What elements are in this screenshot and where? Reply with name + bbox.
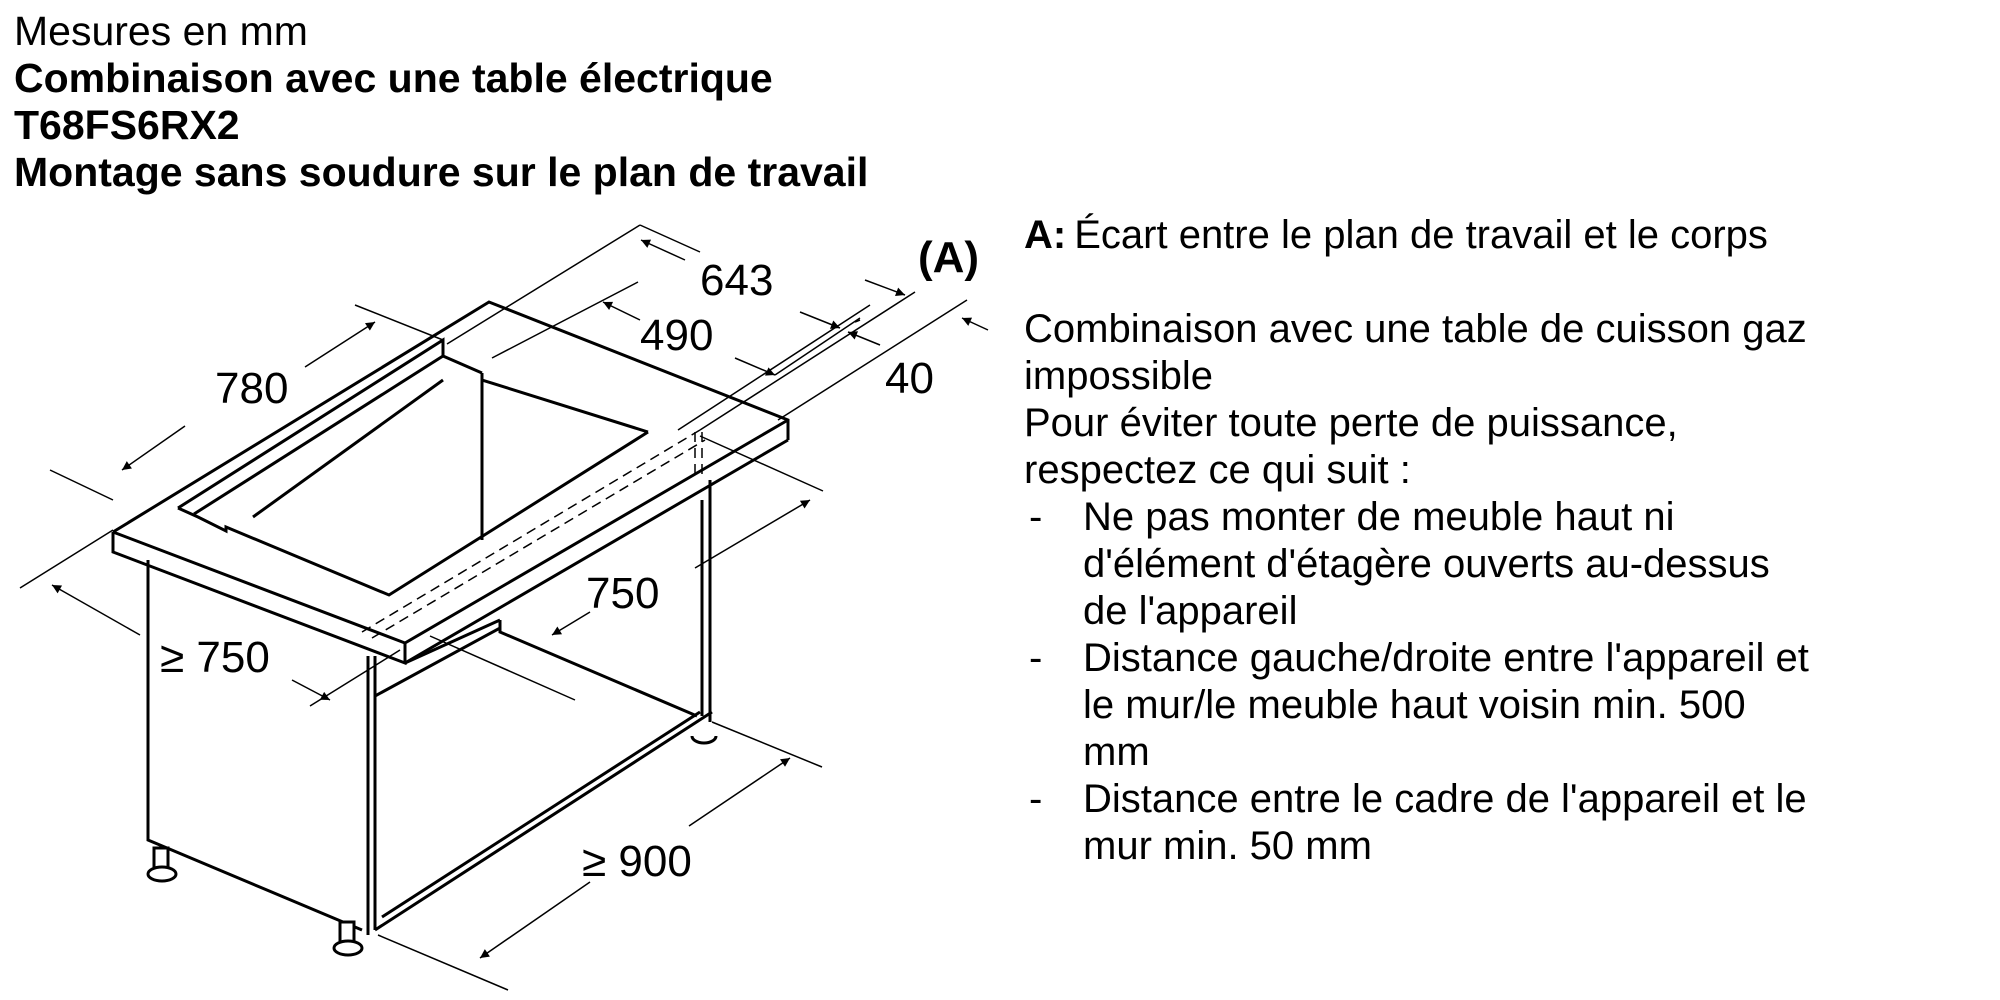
dim-643: 643 xyxy=(700,256,773,305)
bullet-dash: - xyxy=(1029,636,1043,680)
base-cabinet xyxy=(146,480,713,935)
rule-item: - Distance entre le cadre de l'appareil … xyxy=(1024,776,1984,870)
gas-hob-warning-line1: Combinaison avec une table de cuisson ga… xyxy=(1024,307,1807,351)
marker-a: (A) xyxy=(918,233,979,282)
installation-notes: A:Écart entre le plan de travail et le c… xyxy=(1024,212,1984,870)
legend-a: A:Écart entre le plan de travail et le c… xyxy=(1024,212,1984,259)
rule-line: Distance gauche/droite entre l'appareil … xyxy=(1083,636,1809,680)
gas-hob-warning: Combinaison avec une table de cuisson ga… xyxy=(1024,306,1984,400)
dimension-lines xyxy=(19,224,989,991)
cabinet-feet xyxy=(146,735,718,957)
legend-key: A: xyxy=(1024,213,1067,257)
header: Mesures en mm Combinaison avec une table… xyxy=(14,8,868,196)
power-loss-intro-line1: Pour éviter toute perte de puissance, xyxy=(1024,401,1678,445)
legend-text: Écart entre le plan de travail et le cor… xyxy=(1074,213,1768,257)
bullet-dash: - xyxy=(1029,495,1043,539)
rule-line: de l'appareil xyxy=(1083,589,1298,633)
gas-hob-warning-line2: impossible xyxy=(1024,354,1213,398)
dim-490: 490 xyxy=(640,311,713,360)
dim-750: 750 xyxy=(586,569,659,618)
dim-min-900: ≥ 900 xyxy=(582,837,692,886)
power-loss-intro: Pour éviter toute perte de puissance, re… xyxy=(1024,400,1984,494)
rule-line: le mur/le meuble haut voisin min. 500 xyxy=(1083,683,1746,727)
installation-diagram: 643 490 40 (A) 780 750 ≥ 750 ≥ 900 xyxy=(19,224,989,991)
rule-line: Distance entre le cadre de l'appareil et… xyxy=(1083,777,1807,821)
worktop xyxy=(111,300,790,666)
hidden-edges xyxy=(361,429,706,639)
mounting-type: Montage sans soudure sur le plan de trav… xyxy=(14,149,869,195)
units-note: Mesures en mm xyxy=(14,8,308,54)
dim-780: 780 xyxy=(215,364,288,413)
page-title: Combinaison avec une table électrique xyxy=(14,55,773,101)
rule-item: - Ne pas monter de meuble haut ni d'élém… xyxy=(1024,494,1984,635)
rule-line: d'élément d'étagère ouverts au-dessus xyxy=(1083,542,1770,586)
rule-line: Ne pas monter de meuble haut ni xyxy=(1083,495,1675,539)
rule-item: - Distance gauche/droite entre l'apparei… xyxy=(1024,635,1984,776)
dim-40: 40 xyxy=(885,354,934,403)
worktop-cutout xyxy=(177,337,649,597)
rule-line: mm xyxy=(1083,730,1150,774)
model-number: T68FS6RX2 xyxy=(14,102,240,148)
dim-min-750: ≥ 750 xyxy=(160,633,270,682)
bullet-dash: - xyxy=(1029,777,1043,821)
rule-line: mur min. 50 mm xyxy=(1083,824,1372,868)
rules-list: - Ne pas monter de meuble haut ni d'élém… xyxy=(1024,494,1984,870)
power-loss-intro-line2: respectez ce qui suit : xyxy=(1024,448,1411,492)
